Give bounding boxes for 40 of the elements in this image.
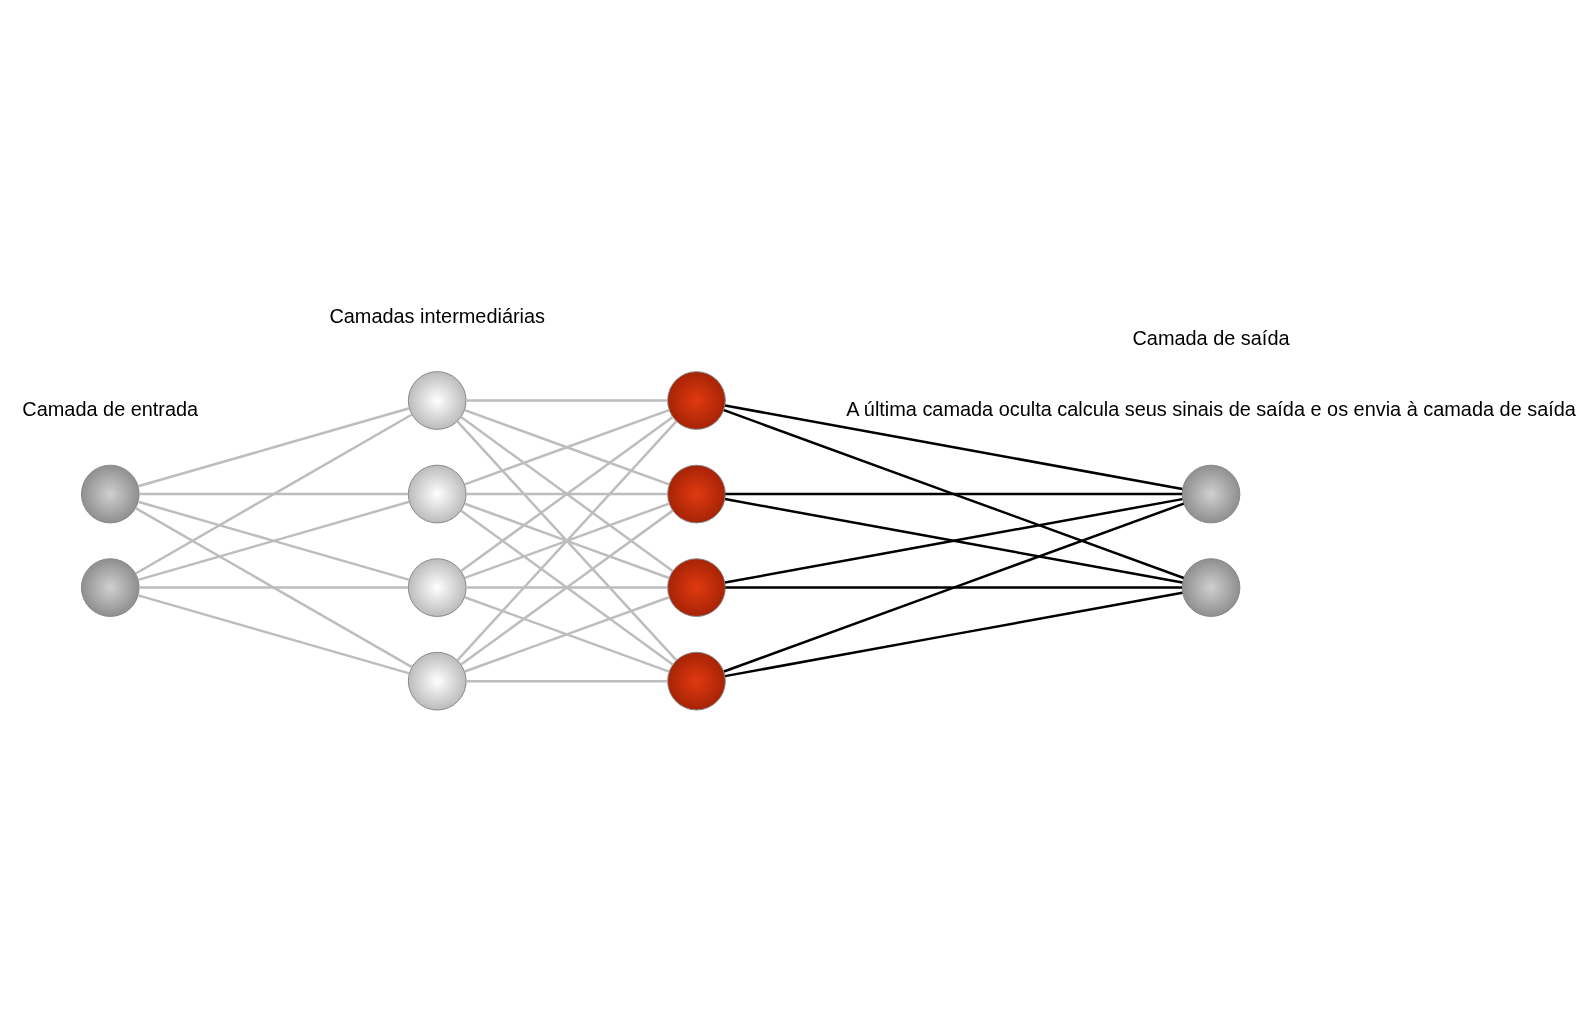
connector bbox=[466, 679, 668, 682]
connector bbox=[137, 500, 410, 581]
node-circle bbox=[407, 464, 467, 523]
connector bbox=[725, 585, 1183, 589]
connector bbox=[724, 497, 1183, 584]
connector bbox=[456, 420, 678, 661]
connector bbox=[724, 590, 1183, 677]
connector bbox=[466, 585, 668, 589]
node-circle bbox=[667, 557, 726, 617]
label: Camadas intermediárias bbox=[329, 304, 546, 327]
label: Camada de saída bbox=[1132, 326, 1290, 349]
node-circle bbox=[407, 651, 467, 710]
connector bbox=[139, 492, 409, 495]
node-circle bbox=[1181, 464, 1241, 523]
connector bbox=[135, 412, 413, 575]
connector bbox=[464, 502, 670, 579]
node-circle bbox=[667, 651, 726, 710]
node-circle bbox=[407, 557, 467, 617]
node-circle bbox=[80, 557, 140, 617]
connector bbox=[464, 595, 670, 673]
connector bbox=[723, 502, 1185, 673]
connector bbox=[724, 403, 1183, 490]
node-circle bbox=[667, 464, 726, 523]
connector bbox=[725, 492, 1183, 495]
connector bbox=[466, 492, 668, 495]
label: A última camada oculta calcula seus sinais de saída e os envia à camada de saída bbox=[846, 397, 1576, 420]
connector bbox=[135, 506, 413, 668]
node-circle bbox=[667, 370, 726, 430]
connector bbox=[723, 408, 1185, 579]
connector bbox=[137, 593, 410, 675]
node-circle bbox=[1181, 557, 1241, 617]
connector bbox=[460, 415, 674, 572]
connector bbox=[464, 408, 670, 486]
connector bbox=[460, 509, 674, 666]
connector bbox=[137, 406, 410, 487]
node-circle bbox=[407, 370, 467, 430]
node-circle bbox=[80, 464, 140, 523]
connector bbox=[466, 398, 668, 402]
connector bbox=[139, 585, 409, 589]
label: Camada de entrada bbox=[22, 397, 199, 420]
